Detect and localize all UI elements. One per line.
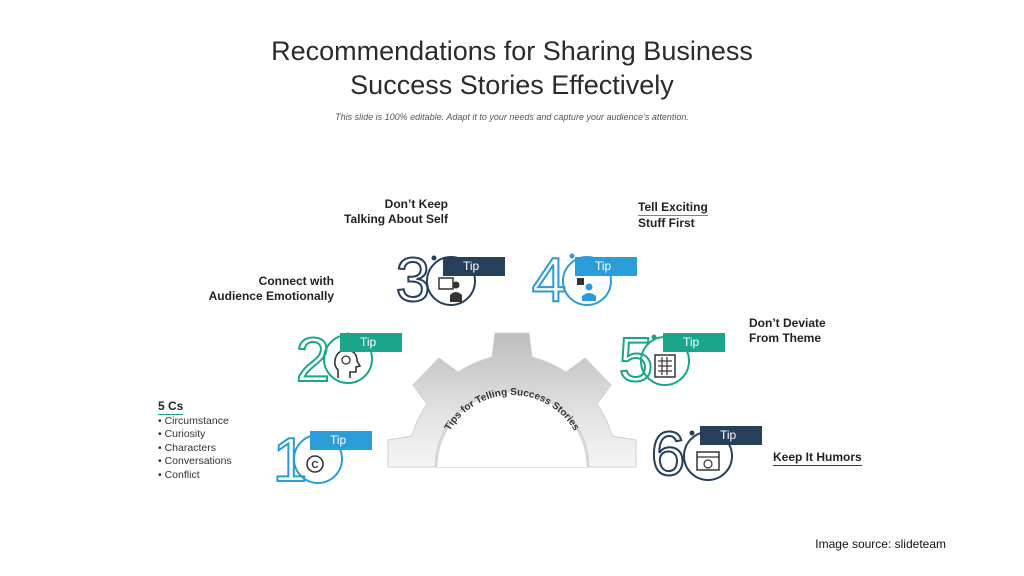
title-line-2: Success Stories Effectively [350,70,674,100]
tip-3-number: 3 [396,246,430,315]
tip-2-label: Connect with Audience Emotionally [208,274,334,303]
tip-3-badge: 3 [395,245,476,316]
five-cs-item: Characters [158,442,232,455]
tip-4-tag: Tip [575,257,637,276]
slide-subtitle: This slide is 100% editable. Adapt it to… [335,112,689,122]
slide-title: Recommendations for Sharing Business Suc… [0,34,1024,102]
five-cs-list: Circumstance Curiosity Characters Conver… [158,415,232,482]
tip-4-number: 4 [532,246,566,315]
svg-text:C: C [311,460,318,471]
tip-2-badge: 2 [295,325,373,396]
tip-2-tag: Tip [340,333,402,352]
tip-6-label: Keep It Humors [773,450,862,466]
five-cs-item: Conversations [158,455,232,468]
tip-6-badge: 6 [650,419,733,490]
tip-6-tag: Tip [700,426,762,445]
gear-graphic: Tips for Telling Success Stories [387,332,637,468]
tip-4-label: Tell Exciting Stuff First [638,200,708,230]
five-cs-item: Conflict [158,469,232,482]
person-chat-icon [577,278,596,301]
title-line-1: Recommendations for Sharing Business [271,36,753,66]
tip-5-number: 5 [619,326,653,395]
image-source: Image source: slideteam [815,537,946,551]
tip-3-tag: Tip [443,257,505,276]
browser-smile-icon [696,451,720,471]
tip-5-badge: 5 [618,325,690,396]
tip-2-number: 2 [296,326,330,395]
tip-1-badge: 1 C [272,425,343,496]
tip-5-tag: Tip [663,333,725,352]
tip-1-tag: Tip [310,431,372,450]
presenter-icon [438,277,462,302]
brain-head-icon [334,349,362,378]
tip-5-label: Don’t Deviate From Theme [749,316,826,345]
five-cs-title: 5 Cs [158,399,184,415]
copyright-icon: C [306,455,324,473]
tip-4-badge: 4 [531,245,612,316]
tip-1-number: 1 [273,426,307,495]
five-cs-item: Curiosity [158,428,232,441]
tip-3-label: Don’t Keep Talking About Self [344,197,448,226]
tip-6-number: 6 [651,420,685,489]
five-cs-item: Circumstance [158,415,232,428]
calculator-icon [654,354,676,378]
